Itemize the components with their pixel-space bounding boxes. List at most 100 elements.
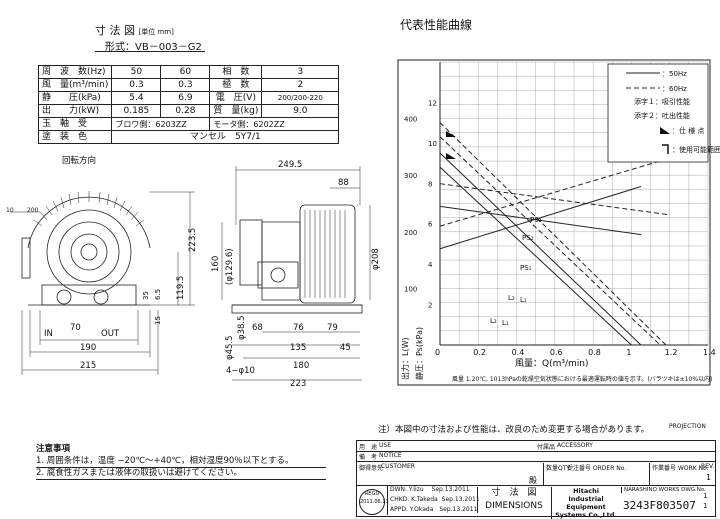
rotation-label: 回転方向 [62, 155, 96, 166]
note-item: 1. 周囲条件は，温度 −20℃〜+40℃，相対湿度90％以下とする。 [36, 456, 326, 468]
series-line [439, 205, 642, 236]
dim-135: 135 [290, 343, 306, 353]
dim-70: 70 [70, 323, 81, 333]
dim-88: 88 [338, 178, 349, 188]
x-tick-label: 1.4 [703, 348, 716, 357]
dim-4-phi10: 4−φ10 [226, 366, 255, 376]
chart-title: 代表性能曲線 [400, 18, 473, 32]
l-tick-label: 100 [404, 285, 417, 293]
title-underline [95, 51, 205, 52]
legend-label: ：使用可能範囲 [672, 145, 720, 154]
x-tick-label: 0.4 [512, 348, 525, 357]
legend-box [607, 63, 709, 163]
series-line [439, 152, 642, 346]
notes-heading: 注意事項 [36, 444, 71, 454]
x-tick-label: 1 [626, 348, 631, 357]
label-in: IN [44, 329, 53, 339]
l-tick-label: 300 [404, 172, 417, 180]
dim-15: 15 [154, 316, 162, 325]
ps-tick-label: 2 [428, 302, 432, 310]
series-label: L₁ [520, 296, 527, 304]
legend-label: ：60Hz [662, 85, 687, 93]
dim-190: 190 [80, 343, 96, 353]
series-label: PS₂ [522, 234, 534, 242]
dim-76: 76 [293, 323, 304, 333]
dim-160: 160 [211, 256, 221, 272]
dim-45: 45 [340, 343, 351, 353]
series-line [439, 166, 632, 346]
ps-tick-label: 6 [428, 221, 433, 229]
legend-spec-marker [660, 127, 670, 134]
dim-223-5: 223.5 [188, 228, 198, 252]
dim-223: 223 [290, 379, 306, 389]
dim-68: 68 [252, 323, 263, 333]
legend-label: 添字１：吸引性能 [634, 97, 690, 106]
spec-point-marker [446, 153, 456, 159]
legend-label: 添字２：吐出性能 [634, 111, 690, 120]
note-item: 2. 腐食性ガスまたは液体の取扱いは避けてください。 [36, 468, 326, 480]
spec-row: 塗 装 色マンセル 5Y7/1 [37, 130, 340, 144]
series-label: L₁ [502, 319, 509, 327]
ps-tick-label: 12 [428, 99, 437, 107]
series-line [439, 122, 667, 346]
ps-tick-label: 4 [428, 261, 433, 269]
series-label: PS₁ [520, 264, 532, 272]
series-line [439, 136, 661, 346]
legend-range-marker [662, 144, 669, 154]
model-number: 形式：VB－003－G2 [105, 42, 202, 53]
y-axis-label-right: 静圧：Ps(kPa) [414, 327, 424, 380]
dim-79: 79 [327, 323, 338, 333]
dim-119-5: 119.5 [176, 276, 186, 300]
chart-frame [397, 59, 711, 386]
dim-phi38-5: φ38.5 [237, 315, 247, 340]
x-tick-label: 0 [435, 348, 440, 357]
dim-phi129-6: (φ129.6) [225, 248, 235, 285]
l-tick-label: 200 [404, 229, 417, 237]
dim-6-5: 6.5 [154, 289, 162, 300]
series-label: L₂ [490, 317, 497, 325]
legend-label: ：仕 様 点 [672, 126, 704, 135]
dim-phi208: φ208 [371, 248, 381, 270]
x-tick-label: 0.8 [588, 348, 601, 357]
approvals: DWN. Y.Iizu Sep.13.2011 CHKD. K.Takeda S… [387, 485, 480, 515]
l-tick-label: 400 [404, 116, 417, 124]
series-label: L₂ [508, 294, 515, 302]
drawing-title: 寸 法 図 [単位 mm] [95, 24, 174, 37]
x-tick-label: 0.2 [473, 348, 486, 357]
dwg-label: NARASHINO WORKS DWG.No. [621, 487, 706, 493]
ps-tick-label: 8 [428, 180, 432, 188]
dim-180: 180 [293, 361, 309, 371]
spec-point-marker [446, 131, 456, 137]
chart-footnote: 風量 1.20℃, 1013hPaの乾燥空気状態における最適運転時の値を示す。(… [452, 375, 712, 383]
x-axis-label: 風量：Q(m³/min) [515, 358, 589, 369]
dim-10: 10 [6, 207, 14, 214]
dim-200: 200 [27, 207, 39, 214]
dim-35: 35 [142, 291, 150, 300]
y-axis-label-left: 出力：L(W) [400, 337, 410, 380]
change-note: 注）本図中の寸法および性能は、改良のため変更する場合があります。 [378, 425, 650, 435]
series-line [439, 183, 670, 216]
legend-label: ：50Hz [662, 70, 687, 78]
x-tick-label: 1.2 [665, 348, 678, 357]
series-label: PS₂ [530, 216, 542, 224]
x-tick-label: 0.6 [550, 348, 563, 357]
dim-249-5: 249.5 [278, 160, 302, 170]
dim-phi45-5: φ45.5 [225, 335, 235, 360]
label-out: OUT [101, 329, 120, 339]
series-line [439, 186, 642, 250]
projection-label: PROJECTION [669, 423, 706, 430]
ps-tick-label: 10 [428, 140, 437, 148]
dwg-number: 3243F803507 [623, 499, 696, 512]
